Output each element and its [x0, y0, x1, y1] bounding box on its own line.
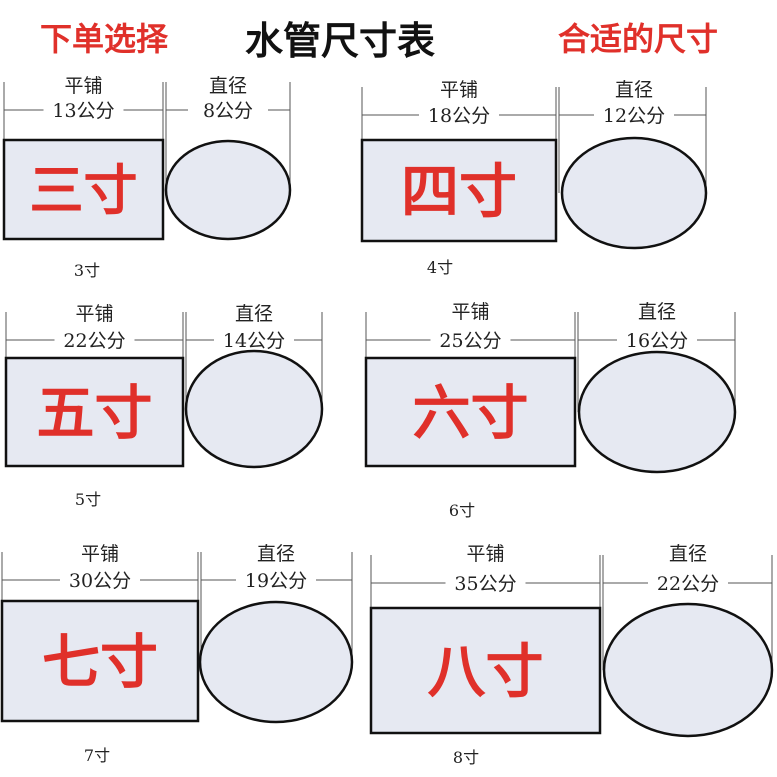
diameter-value: 14公分	[223, 330, 285, 352]
flattened-hose-rectangle	[360, 138, 558, 243]
pipe-cross-section-circle	[198, 600, 354, 724]
size-big-label: 七寸	[42, 628, 158, 696]
label-background	[60, 568, 140, 590]
flat-label: 平铺	[75, 303, 113, 325]
flat-width-value: 18公分	[428, 105, 490, 127]
flat-label: 平铺	[81, 543, 119, 565]
size-big-label: 四寸	[401, 157, 517, 225]
flat-width-value: 13公分	[52, 100, 114, 122]
label-background	[54, 328, 135, 350]
diameter-label: 直径	[235, 303, 273, 325]
size-caption: 4寸	[427, 258, 453, 277]
diameter-label: 直径	[615, 79, 653, 101]
header-left-text: 下单选择	[40, 20, 169, 58]
flattened-hose-rectangle	[0, 599, 200, 723]
label-background	[648, 571, 728, 593]
size-caption: 6寸	[449, 501, 475, 520]
label-background	[617, 328, 697, 350]
pipe-cross-section-circle	[560, 136, 708, 250]
page-title: 水管尺寸表	[245, 19, 436, 63]
flat-width-value: 30公分	[69, 570, 131, 592]
label-background	[430, 328, 511, 350]
flat-label: 平铺	[440, 79, 478, 101]
flat-label: 平铺	[64, 75, 102, 97]
diameter-value: 22公分	[657, 573, 719, 595]
diameter-value: 19公分	[245, 570, 307, 592]
diameter-label: 直径	[669, 543, 707, 565]
label-background	[594, 103, 674, 125]
flat-label: 平铺	[466, 543, 504, 565]
label-background	[188, 98, 268, 120]
size-big-label: 五寸	[36, 379, 152, 447]
flat-label: 平铺	[451, 301, 489, 323]
flat-width-value: 35公分	[454, 573, 516, 595]
pipe-cross-section-circle	[602, 602, 774, 738]
pipe-cross-section-circle	[184, 349, 324, 469]
header-right-text: 合适的尺寸	[558, 20, 719, 58]
pipe-cross-section-circle	[164, 139, 292, 241]
diameter-label: 直径	[209, 75, 247, 97]
diameter-label: 直径	[638, 301, 676, 323]
label-background	[445, 571, 526, 593]
diameter-value: 16公分	[626, 330, 688, 352]
diameter-value: 12公分	[603, 105, 665, 127]
size-big-label: 八寸	[427, 637, 543, 705]
flattened-hose-rectangle	[364, 356, 577, 468]
label-background	[43, 98, 124, 120]
flattened-hose-rectangle	[2, 138, 165, 241]
label-background	[236, 568, 316, 590]
flattened-hose-rectangle	[4, 356, 185, 468]
size-caption: 7寸	[84, 746, 110, 765]
label-background	[214, 328, 294, 350]
diameter-value: 8公分	[203, 100, 253, 122]
flat-width-value: 25公分	[439, 330, 501, 352]
size-caption: 8寸	[453, 748, 479, 767]
flat-width-value: 22公分	[63, 330, 125, 352]
size-caption: 5寸	[75, 490, 101, 509]
size-big-label: 六寸	[412, 379, 528, 447]
flattened-hose-rectangle	[369, 606, 602, 735]
size-caption: 3寸	[74, 261, 100, 280]
diameter-label: 直径	[257, 543, 295, 565]
label-background	[419, 103, 499, 125]
size-big-label: 三寸	[29, 159, 137, 222]
pipe-cross-section-circle	[577, 350, 737, 474]
